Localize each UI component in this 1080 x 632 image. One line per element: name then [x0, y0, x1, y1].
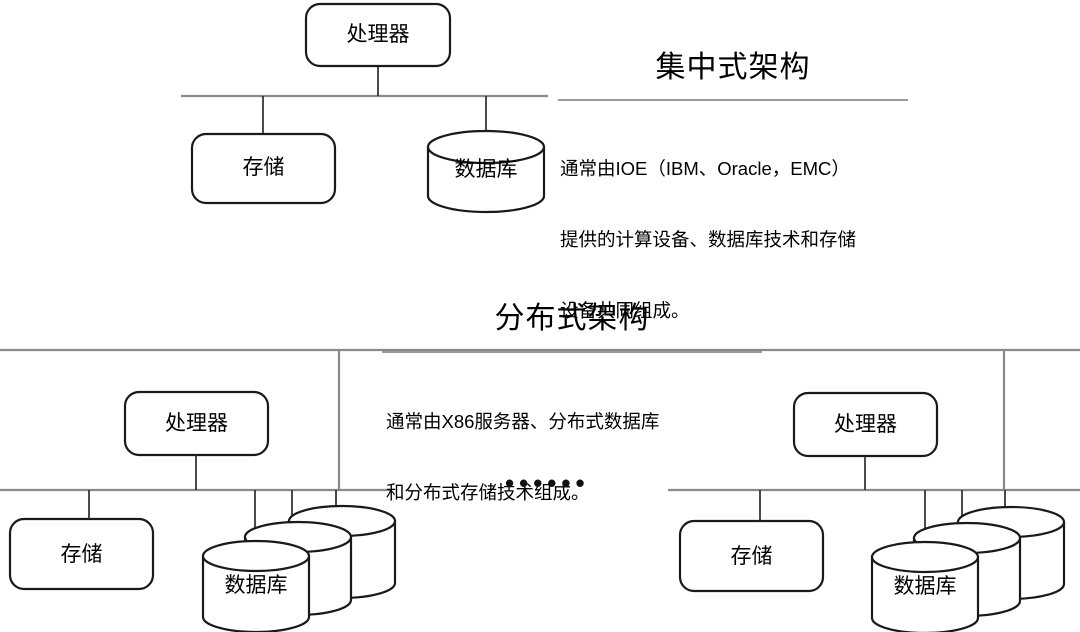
right-storage-label: 存储	[730, 545, 773, 568]
centralized-processor-label: 处理器	[346, 23, 410, 46]
distributed-description-line-1: 通常由X86服务器、分布式数据库	[386, 411, 660, 433]
centralized-storage-box	[190, 132, 337, 205]
right-database-label: 数据库	[893, 575, 957, 598]
distributed-right-cluster	[668, 391, 1080, 632]
centralized-description-line-2: 提供的计算设备、数据库技术和存储	[560, 229, 857, 251]
right-storage-box	[678, 519, 825, 593]
distributed-description: 通常由X86服务器、分布式数据库 和分布式存储技术组成。	[386, 363, 786, 552]
centralized-database-label: 数据库	[454, 158, 518, 181]
left-storage-box	[8, 517, 155, 591]
left-processor-label: 处理器	[165, 412, 228, 435]
cluster-ellipsis: ••••••	[505, 468, 590, 498]
distributed-left-cluster	[0, 390, 397, 632]
centralized-database-cylinder	[426, 129, 546, 214]
distributed-main-bus-group	[0, 348, 1080, 490]
distributed-section-title: 分布式架构	[494, 302, 650, 335]
left-database-cylinder-front	[201, 539, 311, 632]
centralized-description-line-3: 设备共同组成。	[560, 300, 690, 322]
right-processor-label: 处理器	[834, 413, 897, 436]
centralized-description: 通常由IOE（IBM、Oracle，EMC） 提供的计算设备、数据库技术和存储 …	[560, 110, 980, 370]
distributed-description-line-2: 和分布式存储技术组成。	[386, 482, 590, 504]
left-database-label: 数据库	[224, 574, 288, 597]
centralized-section-title: 集中式架构	[655, 51, 811, 84]
centralized-description-line-1: 通常由IOE（IBM、Oracle，EMC）	[560, 158, 850, 180]
left-storage-label: 存储	[60, 543, 103, 566]
centralized-storage-label: 存储	[242, 156, 285, 179]
right-database-cylinder-front	[870, 540, 980, 632]
centralized-processor-box	[304, 2, 452, 68]
centralized-bus-group	[181, 66, 548, 140]
